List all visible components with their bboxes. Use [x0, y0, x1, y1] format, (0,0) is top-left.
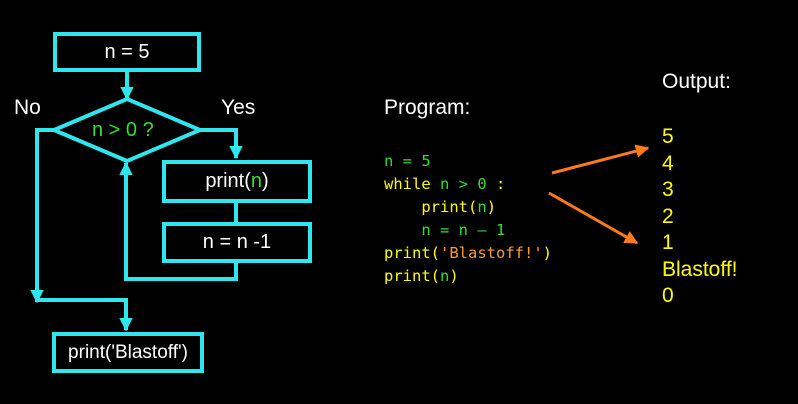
- flow-no-branch: [30, 128, 54, 304]
- code-token: 'Blastoff!': [440, 244, 543, 262]
- print-n-suffix: ): [262, 170, 269, 192]
- output-line: 5: [662, 125, 674, 148]
- code-line: print(n): [384, 265, 552, 288]
- code-line: while n > 0 :: [384, 173, 552, 196]
- code-token: n = n – 1: [421, 221, 506, 239]
- flow-loop-back: [119, 161, 238, 281]
- output-line: 0: [662, 284, 674, 307]
- print-n-variable: n: [250, 170, 263, 192]
- blastoff-label: print('Blastoff'): [68, 341, 188, 363]
- code-token: :: [486, 175, 506, 193]
- start-box: n = 5: [53, 32, 201, 72]
- program-heading: Program:: [384, 96, 471, 119]
- output-line: Blastoff!: [662, 257, 738, 281]
- decrement-box: n = n -1: [162, 222, 312, 263]
- code-token: n: [477, 198, 487, 216]
- code-token: n = 5: [384, 152, 431, 170]
- yes-label: Yes: [221, 96, 256, 119]
- code-token: print: [384, 267, 431, 285]
- output-line: 3: [662, 178, 674, 201]
- code-token: print: [384, 244, 431, 262]
- code-token: n: [440, 267, 450, 285]
- print-n-prefix: print(: [205, 170, 251, 192]
- code-token: (: [468, 198, 478, 216]
- decision-label: n > 0 ?: [92, 119, 154, 141]
- arrow-to-output-top: [551, 144, 650, 175]
- decrement-label: n = n -1: [202, 231, 272, 253]
- code-token: (: [430, 244, 441, 262]
- code-line: n = 5: [384, 150, 552, 173]
- code-token: n > 0: [430, 175, 487, 193]
- code-line: print('Blastoff!'): [384, 242, 552, 265]
- no-label: No: [14, 96, 41, 119]
- code-token: while: [384, 175, 431, 193]
- decision-diamond: [48, 96, 206, 164]
- output-heading: Output:: [662, 70, 731, 93]
- print-n-label: print(n): [205, 170, 268, 193]
- code-token: ): [542, 244, 553, 262]
- start-box-label: n = 5: [104, 40, 150, 63]
- code-token: ): [449, 267, 459, 285]
- code-line: print(n): [384, 196, 552, 219]
- flow-yes-branch: [200, 128, 243, 160]
- flow-to-blastoff: [37, 298, 133, 332]
- arrow-to-output-bottom: [548, 191, 639, 245]
- output-line: 2: [662, 204, 674, 228]
- blastoff-box: print('Blastoff'): [52, 332, 204, 373]
- output-line: 1: [662, 231, 674, 254]
- output-line: 4: [662, 151, 674, 175]
- print-n-box: print(n): [162, 160, 312, 203]
- code-line: n = n – 1: [384, 219, 552, 242]
- code-token: print: [421, 198, 468, 216]
- code-token: (: [430, 267, 441, 285]
- code-token: ): [486, 198, 497, 216]
